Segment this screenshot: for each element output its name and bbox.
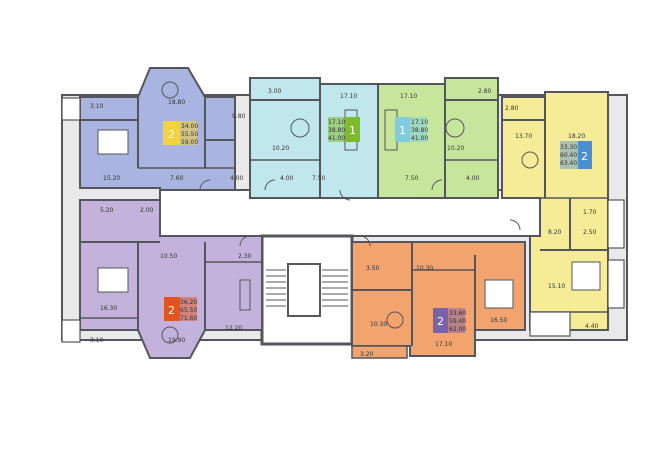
room-area: 17.10 <box>435 341 452 348</box>
room-area: 15.20 <box>103 175 120 182</box>
room-area: 10.50 <box>160 253 177 260</box>
area-living: 34.00 <box>181 123 198 130</box>
room-area: 4.00 <box>280 175 294 182</box>
apartment-cyan[interactable] <box>249 77 379 199</box>
room-area: 15.10 <box>548 283 565 290</box>
room-area: 8.20 <box>548 229 562 236</box>
room-area: 2.80 <box>505 105 519 112</box>
room-area: 16.30 <box>100 305 117 312</box>
room-area: 4.40 <box>585 323 599 330</box>
area-full: 62.00 <box>449 326 466 333</box>
apartment-badge: 17.10 38.80 41.00 1 <box>328 117 360 142</box>
bed-icon <box>97 267 129 293</box>
room-area: 2.30 <box>238 253 252 260</box>
table-icon <box>161 81 179 99</box>
doors <box>199 179 521 247</box>
room-area: 10.30 <box>370 321 387 328</box>
furniture <box>97 81 601 344</box>
rooms-count: 1 <box>349 124 356 137</box>
table-icon <box>521 151 539 169</box>
area-living: 17.10 <box>328 119 345 126</box>
apartment-badge: 1 17.10 38.80 41.00 <box>395 117 428 142</box>
table-icon <box>161 326 179 344</box>
door-icon <box>339 189 351 201</box>
room-area: 9.80 <box>232 113 246 120</box>
door-icon <box>239 235 251 247</box>
area-living: 33.30 <box>560 144 577 151</box>
area-full: 41.00 <box>328 135 345 142</box>
area-living: 36.20 <box>180 299 197 306</box>
bed-icon <box>484 279 514 309</box>
area-total: 55.50 <box>181 131 198 138</box>
apartment-badge: 2 36.20 65.50 71.60 <box>164 297 197 322</box>
room-area: 18.80 <box>168 99 185 106</box>
room-area: 4.00 <box>466 175 480 182</box>
apartment-badge: 33.30 60.40 63.40 2 <box>560 141 592 169</box>
table-icon <box>445 118 465 138</box>
table-icon <box>386 311 404 329</box>
apartment-purple-sw[interactable] <box>79 199 263 359</box>
area-total: 65.50 <box>180 307 197 314</box>
room-area-labels: 3.10 18.80 9.80 15.20 7.60 4.00 3.00 17.… <box>90 88 599 358</box>
room-area: 13.70 <box>515 133 532 140</box>
room-area: 16.50 <box>490 317 507 324</box>
area-total: 59.40 <box>449 318 466 325</box>
door-icon <box>264 179 276 191</box>
sofa-icon <box>239 279 251 311</box>
room-area: 2.50 <box>583 229 597 236</box>
room-area: 19.90 <box>168 337 185 344</box>
area-full: 71.60 <box>180 315 197 322</box>
room-area: 2.80 <box>478 88 492 95</box>
rooms-count: 2 <box>168 304 175 317</box>
door-icon <box>359 235 371 247</box>
rooms-count: 2 <box>581 150 588 163</box>
apartment-badge: 2 33.60 59.40 62.00 <box>433 308 466 333</box>
rooms-count: 2 <box>168 128 175 141</box>
room-area: 18.20 <box>568 133 585 140</box>
room-area: 3.10 <box>90 103 104 110</box>
apartment-badge: 2 34.00 55.50 59.00 <box>163 121 198 146</box>
room-area: 3.50 <box>366 265 380 272</box>
door-icon <box>431 179 443 191</box>
apartment-blue-nw[interactable] <box>79 67 236 191</box>
door-icon <box>199 179 211 191</box>
room-area: 3.10 <box>90 337 104 344</box>
area-total: 38.80 <box>411 127 428 134</box>
room-area: 7.50 <box>312 175 326 182</box>
table-icon <box>290 118 310 138</box>
area-total: 60.40 <box>560 152 577 159</box>
room-area: 5.20 <box>100 207 114 214</box>
apartment-badges: 2 34.00 55.50 59.00 17.10 38.80 41.00 1 … <box>163 117 592 333</box>
room-area: 10.30 <box>416 265 433 272</box>
room-area: 1.70 <box>583 209 597 216</box>
area-full: 59.00 <box>181 139 198 146</box>
room-area: 4.00 <box>230 175 244 182</box>
area-full: 41.00 <box>411 135 428 142</box>
bed-icon <box>571 261 601 291</box>
room-area: 3.00 <box>268 88 282 95</box>
room-area: 3.20 <box>360 351 374 358</box>
room-area: 17.10 <box>340 93 357 100</box>
room-area: 2.00 <box>140 207 154 214</box>
area-living: 33.60 <box>449 310 466 317</box>
balconies <box>61 97 625 343</box>
room-area: 7.60 <box>170 175 184 182</box>
rooms-count: 2 <box>437 315 444 328</box>
room-area: 17.10 <box>400 93 417 100</box>
room-area: 12.20 <box>225 325 242 332</box>
room-area: 10.20 <box>447 145 464 152</box>
area-full: 63.40 <box>560 160 577 167</box>
area-living: 17.10 <box>411 119 428 126</box>
apartment-green[interactable] <box>377 77 499 199</box>
room-area: 7.50 <box>405 175 419 182</box>
door-icon <box>509 219 521 231</box>
area-total: 38.80 <box>328 127 345 134</box>
stairwell <box>260 234 354 346</box>
bed-icon <box>97 129 129 155</box>
rooms-count: 1 <box>399 124 406 137</box>
room-area: 10.20 <box>272 145 289 152</box>
